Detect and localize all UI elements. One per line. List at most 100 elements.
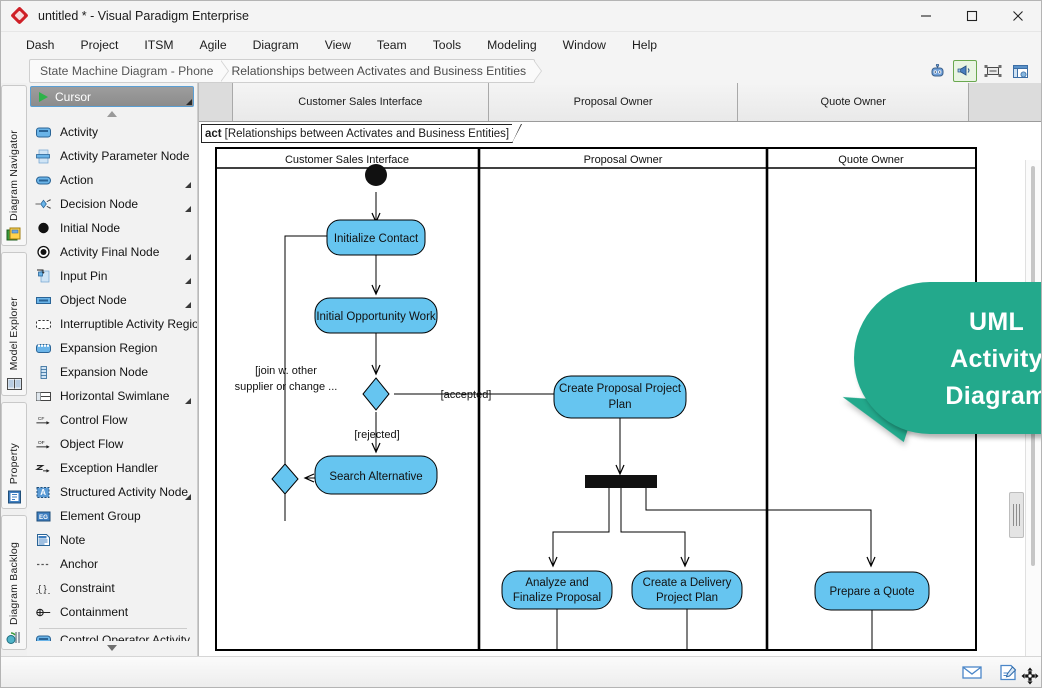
palette-item-label: Exception Handler	[60, 461, 158, 475]
breadcrumb-toolbar	[926, 60, 1031, 82]
svg-text:Initialize Contact: Initialize Contact	[334, 233, 419, 245]
expand-corner-icon[interactable]	[185, 302, 191, 308]
menu-item-diagram[interactable]: Diagram	[240, 34, 312, 56]
menu-item-team[interactable]: Team	[364, 34, 420, 56]
edge-label-join-2: supplier or change ...	[235, 381, 338, 393]
node-fork-bar	[585, 475, 657, 488]
palette-item-activity[interactable]: Activity	[27, 120, 197, 144]
palette-item-control-flow[interactable]: CF Control Flow	[27, 408, 197, 432]
svg-text:Finalize Proposal: Finalize Proposal	[513, 592, 601, 604]
menu-item-help[interactable]: Help	[619, 34, 670, 56]
horizontal-swimlane-icon	[35, 388, 52, 405]
palette-item-activity-final-node[interactable]: Activity Final Node	[27, 240, 197, 264]
palette-item-label: Action	[60, 173, 93, 187]
menu-item-view[interactable]: View	[312, 34, 364, 56]
cursor-arrow-icon	[39, 92, 48, 102]
menu-item-dash[interactable]: Dash	[13, 34, 67, 56]
activity-parameter-node-icon	[35, 148, 52, 165]
palette-item-constraint[interactable]: { } Constraint	[27, 576, 197, 600]
menu-item-agile[interactable]: Agile	[187, 34, 240, 56]
menu-item-modeling[interactable]: Modeling	[474, 34, 549, 56]
input-pin-icon	[35, 268, 52, 285]
callout-line-2: Diagram	[854, 378, 1041, 415]
menu-item-tools[interactable]: Tools	[420, 34, 474, 56]
palette-item-input-pin[interactable]: Input Pin	[27, 264, 197, 288]
lane-title-0: Customer Sales Interface	[285, 154, 409, 166]
breadcrumb-bar: State Machine Diagram - Phone Relationsh…	[1, 58, 1041, 84]
expand-corner-icon[interactable]	[185, 206, 191, 212]
mail-envelope-icon[interactable]	[961, 663, 983, 681]
palette-item-interruptible-activity-region[interactable]: Interruptible Activity Region	[27, 312, 197, 336]
window-title: untitled * - Visual Paradigm Enterprise	[38, 9, 249, 23]
menu-bar: Dash Project ITSM Agile Diagram View Tea…	[1, 32, 1041, 58]
menu-item-itsm[interactable]: ITSM	[131, 34, 186, 56]
palette-item-horizontal-swimlane[interactable]: Horizontal Swimlane	[27, 384, 197, 408]
panel-splitter-handle[interactable]	[1009, 492, 1024, 538]
maximize-button[interactable]	[949, 1, 995, 31]
minimize-button[interactable]	[903, 1, 949, 31]
palette-item-expansion-node[interactable]: Expansion Node	[27, 360, 197, 384]
sidebar-tab-property[interactable]: Property	[1, 402, 27, 510]
palette-item-decision-node[interactable]: Decision Node	[27, 192, 197, 216]
note-edit-icon[interactable]	[997, 663, 1019, 681]
diagram-canvas[interactable]: act [Relationships between Activates and…	[199, 122, 1041, 656]
palette-item-label: Constraint	[60, 581, 115, 595]
breadcrumb-item-current[interactable]: Relationships between Activates and Busi…	[221, 60, 534, 82]
swimlane-header-quote-owner[interactable]: Quote Owner	[738, 83, 969, 121]
palette-item-label: Control Flow	[60, 413, 127, 427]
menu-item-project[interactable]: Project	[67, 34, 131, 56]
fit-width-icon[interactable]	[982, 61, 1004, 81]
palette-item-element-group[interactable]: EG Element Group	[27, 504, 197, 528]
palette-item-object-flow[interactable]: OF Object Flow	[27, 432, 197, 456]
expand-corner-icon[interactable]	[185, 254, 191, 260]
layout-panel-icon[interactable]	[1009, 61, 1031, 81]
sidebar-tab-diagram-backlog[interactable]: Diagram Backlog	[1, 515, 27, 650]
diagram-navigator-icon	[6, 226, 23, 242]
sidebar-tab-diagram-navigator[interactable]: Diagram Navigator	[1, 85, 27, 246]
svg-text:CF: CF	[38, 416, 45, 422]
note-icon	[35, 532, 52, 549]
palette-item-control-operator-activity[interactable]: Control Operator Activity	[27, 628, 197, 641]
bot-assistant-icon[interactable]	[926, 61, 948, 81]
svg-text:Plan: Plan	[608, 399, 631, 411]
expand-corner-icon	[186, 99, 192, 105]
palette-item-initial-node[interactable]: Initial Node	[27, 216, 197, 240]
swimlane-header-customer-sales-interface[interactable]: Customer Sales Interface	[233, 83, 489, 121]
swimlane-header-tail	[969, 83, 1041, 121]
sidebar-tab-model-explorer[interactable]: Model Explorer	[1, 252, 27, 395]
expand-corner-icon[interactable]	[185, 182, 191, 188]
palette-scroll-down[interactable]	[27, 641, 197, 654]
palette-item-structured-activity-node[interactable]: A Structured Activity Node	[27, 480, 197, 504]
palette-item-label: Anchor	[60, 557, 98, 571]
expand-corner-icon[interactable]	[185, 278, 191, 284]
palette-item-expansion-region[interactable]: Expansion Region	[27, 336, 197, 360]
palette-item-label: Interruptible Activity Region	[60, 317, 198, 331]
svg-text:Create Proposal Project: Create Proposal Project	[559, 383, 682, 395]
announcement-megaphone-icon[interactable]	[953, 60, 977, 82]
visual-paradigm-diamond-logo-icon	[11, 7, 29, 25]
edge-label-rejected: [rejected]	[354, 429, 399, 441]
control-flow-icon: CF	[35, 412, 52, 429]
breadcrumb-item-diagram[interactable]: State Machine Diagram - Phone	[30, 60, 221, 82]
swimlane-header-proposal-owner[interactable]: Proposal Owner	[489, 83, 739, 121]
palette-item-exception-handler[interactable]: Exception Handler	[27, 456, 197, 480]
structured-activity-node-icon: A	[35, 484, 52, 501]
palette-item-label: Object Flow	[60, 437, 123, 451]
palette-item-anchor[interactable]: Anchor	[27, 552, 197, 576]
palette-item-activity-parameter-node[interactable]: Activity Parameter Node	[27, 144, 197, 168]
palette-item-note[interactable]: Note	[27, 528, 197, 552]
svg-text:Search Alternative: Search Alternative	[329, 471, 422, 483]
close-button[interactable]	[995, 1, 1041, 31]
expand-corner-icon[interactable]	[185, 398, 191, 404]
menu-item-window[interactable]: Window	[550, 34, 619, 56]
palette-item-object-node[interactable]: Object Node	[27, 288, 197, 312]
svg-text:Analyze and: Analyze and	[525, 577, 588, 589]
palette-item-label: Expansion Region	[60, 341, 157, 355]
title-bar: untitled * - Visual Paradigm Enterprise	[1, 1, 1041, 32]
palette-item-cursor[interactable]: Cursor	[30, 86, 194, 107]
expansion-node-icon	[35, 364, 52, 381]
palette-scroll-up[interactable]	[27, 107, 197, 120]
palette-item-action[interactable]: Action	[27, 168, 197, 192]
palette-item-containment[interactable]: Containment	[27, 600, 197, 624]
expand-corner-icon[interactable]	[185, 494, 191, 500]
